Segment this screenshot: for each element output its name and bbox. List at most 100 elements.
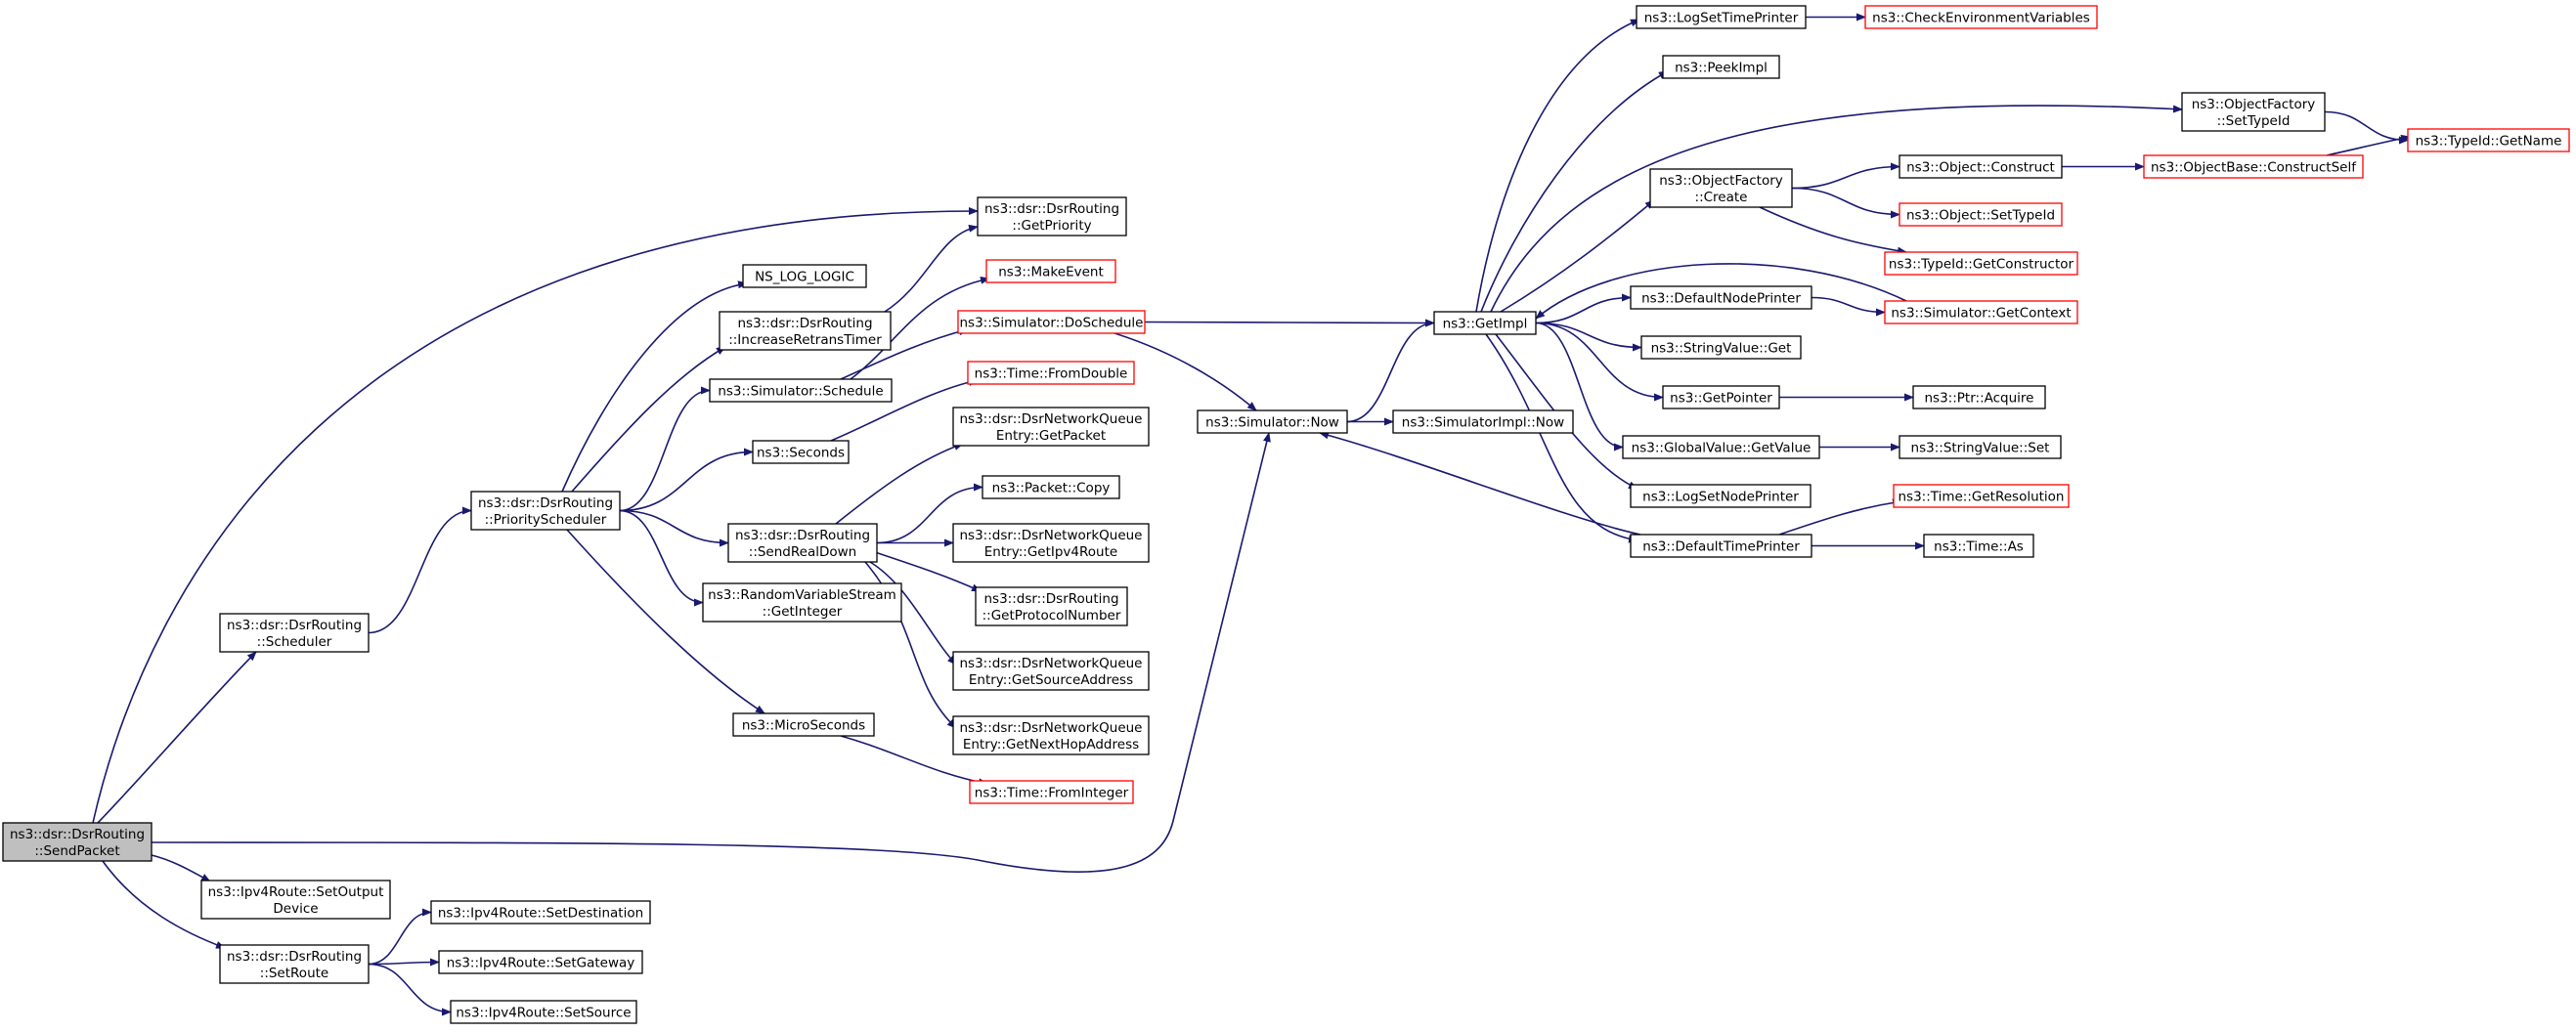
node-label: ::SendRealDown: [749, 544, 856, 560]
node-get-priority[interactable]: ns3::dsr::DsrRouting::GetPriority: [977, 196, 1127, 236]
node-peek-impl[interactable]: ns3::PeekImpl: [1662, 55, 1780, 79]
node-ptr-acquire[interactable]: ns3::Ptr::Acquire: [1912, 385, 2046, 409]
node-time-get-resolution[interactable]: ns3::Time::GetResolution: [1893, 484, 2070, 508]
call-edge-object-factory-set-type-id-to-type-id-get-name: [2324, 110, 2409, 145]
node-simulator-impl-now[interactable]: ns3::SimulatorImpl::Now: [1392, 409, 1574, 434]
node-get-impl[interactable]: ns3::GetImpl: [1433, 311, 1537, 335]
node-from-integer[interactable]: ns3::Time::FromInteger: [969, 780, 1134, 804]
node-label: ns3::Time::GetResolution: [1898, 490, 2064, 505]
node-box: [957, 310, 1146, 334]
node-label: ns3::MicroSeconds: [742, 718, 865, 734]
call-edge-default-node-printer-to-simulator-get-context: [1811, 296, 1886, 317]
node-label: ::IncreaseRetransTimer: [728, 332, 882, 348]
node-packet-copy[interactable]: ns3::Packet::Copy: [982, 475, 1120, 499]
node-label: ns3::Ipv4Route::SetDestination: [438, 906, 643, 922]
call-edge-object-base-construct-self-to-type-id-get-name: [2326, 134, 2411, 156]
node-string-value-set[interactable]: ns3::StringValue::Set: [1899, 435, 2062, 459]
node-priority-scheduler[interactable]: ns3::dsr::DsrRouting::PriorityScheduler: [470, 491, 621, 531]
node-label: ns3::GetImpl: [1443, 317, 1528, 332]
node-do-schedule[interactable]: ns3::Simulator::DoSchedule: [957, 310, 1146, 334]
node-box: [1864, 5, 2098, 29]
node-from-double[interactable]: ns3::Time::FromDouble: [967, 361, 1135, 385]
node-object-factory-set-type-id[interactable]: ns3::ObjectFactory::SetTypeId: [2181, 92, 2326, 132]
node-box: [2407, 128, 2570, 152]
node-object-set-type-id[interactable]: ns3::Object::SetTypeId: [1899, 202, 2063, 227]
node-simulator-get-context[interactable]: ns3::Simulator::GetContext: [1884, 300, 2078, 324]
node-get-packet[interactable]: ns3::dsr::DsrNetworkQueueEntry::GetPacke…: [952, 407, 1150, 447]
node-box: [732, 712, 875, 737]
call-edge-object-factory-create-to-type-id-get-constructor: [1759, 206, 1907, 255]
node-simulator-schedule[interactable]: ns3::Simulator::Schedule: [709, 378, 893, 403]
node-object-construct[interactable]: ns3::Object::Construct: [1899, 154, 2063, 179]
node-box: [967, 361, 1135, 385]
node-object-base-construct-self[interactable]: ns3::ObjectBase::ConstructSelf: [2143, 154, 2364, 179]
node-send-packet[interactable]: ns3::dsr::DsrRouting::SendPacket: [2, 822, 153, 862]
node-time-as[interactable]: ns3::Time::As: [1923, 534, 2034, 558]
node-box: [219, 944, 370, 984]
node-box: [975, 586, 1128, 626]
call-edge-send-real-down-to-get-protocol-number: [874, 551, 982, 592]
node-set-source[interactable]: ns3::Ipv4Route::SetSource: [450, 1000, 637, 1024]
node-check-env-vars[interactable]: ns3::CheckEnvironmentVariables: [1864, 5, 2098, 29]
call-edge-get-impl-to-get-pointer: [1535, 322, 1664, 402]
node-label: ns3::Packet::Copy: [992, 481, 1111, 496]
node-seconds[interactable]: ns3::Seconds: [752, 440, 850, 464]
node-box: [702, 582, 902, 623]
node-default-time-printer[interactable]: ns3::DefaultTimePrinter: [1630, 534, 1812, 558]
node-scheduler[interactable]: ns3::dsr::DsrRouting::Scheduler: [219, 613, 370, 653]
call-edge-object-factory-create-to-object-set-type-id: [1791, 187, 1900, 219]
node-global-value-get-value[interactable]: ns3::GlobalValue::GetValue: [1622, 435, 1820, 459]
call-edge-get-impl-to-object-factory-set-type-id: [1490, 105, 2183, 313]
node-label: ns3::dsr::DsrRouting: [478, 495, 613, 511]
node-get-integer[interactable]: ns3::RandomVariableStream::GetInteger: [702, 582, 902, 623]
call-edge-simulator-schedule-to-make-event: [850, 276, 990, 380]
node-get-source-address[interactable]: ns3::dsr::DsrNetworkQueueEntry::GetSourc…: [952, 651, 1150, 691]
node-box: [1649, 168, 1793, 208]
node-make-event[interactable]: ns3::MakeEvent: [985, 259, 1116, 283]
node-box: [977, 196, 1127, 236]
node-box: [1197, 409, 1348, 434]
node-box: [752, 440, 850, 464]
call-edge-seconds-to-from-double: [830, 378, 979, 442]
node-default-node-printer[interactable]: ns3::DefaultNodePrinter: [1630, 285, 1812, 310]
call-edge-simulator-schedule-to-do-schedule: [840, 327, 969, 380]
node-ns-log-logic[interactable]: NS_LOG_LOGIC: [742, 264, 867, 288]
node-get-ipv4-route[interactable]: ns3::dsr::DsrNetworkQueueEntry::GetIpv4R…: [952, 523, 1150, 563]
node-send-real-down[interactable]: ns3::dsr::DsrRouting::SendRealDown: [727, 523, 878, 563]
node-label: ns3::dsr::DsrNetworkQueue: [960, 411, 1143, 427]
node-set-destination[interactable]: ns3::Ipv4Route::SetDestination: [430, 900, 651, 924]
node-box: [719, 311, 892, 351]
call-edge-object-factory-create-to-object-construct: [1791, 162, 1900, 190]
node-set-gateway[interactable]: ns3::Ipv4Route::SetGateway: [438, 950, 643, 974]
node-log-set-time-printer[interactable]: ns3::LogSetTimePrinter: [1636, 5, 1807, 29]
node-micro-seconds[interactable]: ns3::MicroSeconds: [732, 712, 875, 737]
node-get-protocol-number[interactable]: ns3::dsr::DsrRouting::GetProtocolNumber: [975, 586, 1128, 626]
call-edge-priority-scheduler-to-micro-seconds: [566, 529, 765, 714]
node-type-id-get-name[interactable]: ns3::TypeId::GetName: [2407, 128, 2570, 152]
node-label: ns3::ObjectFactory: [2192, 97, 2316, 112]
node-set-route[interactable]: ns3::dsr::DsrRouting::SetRoute: [219, 944, 370, 984]
node-label: ns3::LogSetTimePrinter: [1644, 11, 1799, 26]
node-label: ns3::dsr::DsrRouting: [735, 528, 870, 543]
node-increase-retrans-timer[interactable]: ns3::dsr::DsrRouting::IncreaseRetransTim…: [719, 311, 892, 351]
node-type-id-get-constructor[interactable]: ns3::TypeId::GetConstructor: [1884, 251, 2078, 276]
node-box: [952, 651, 1150, 691]
node-label: ns3::dsr::DsrRouting: [227, 949, 362, 965]
node-label: ::SetRoute: [260, 966, 328, 981]
node-box: [1912, 385, 2046, 409]
node-label: ns3::Object::Construct: [1906, 160, 2055, 176]
node-label: ::Scheduler: [257, 634, 332, 650]
call-edge-send-real-down-to-packet-copy: [876, 483, 983, 544]
node-box: [1640, 335, 1802, 360]
node-get-next-hop-address[interactable]: ns3::dsr::DsrNetworkQueueEntry::GetNextH…: [952, 715, 1150, 755]
node-log-set-node-printer[interactable]: ns3::LogSetNodePrinter: [1630, 484, 1812, 508]
call-nodes: ns3::dsr::DsrRouting::SendPacketns3::dsr…: [2, 5, 2570, 1024]
node-object-factory-create[interactable]: ns3::ObjectFactory::Create: [1649, 168, 1793, 208]
node-get-pointer[interactable]: ns3::GetPointer: [1662, 385, 1780, 409]
node-simulator-now[interactable]: ns3::Simulator::Now: [1197, 409, 1348, 434]
node-box: [985, 259, 1116, 283]
node-label: NS_LOG_LOGIC: [755, 270, 854, 285]
node-string-value-get[interactable]: ns3::StringValue::Get: [1640, 335, 1802, 360]
node-label: ::SetTypeId: [2217, 113, 2291, 129]
